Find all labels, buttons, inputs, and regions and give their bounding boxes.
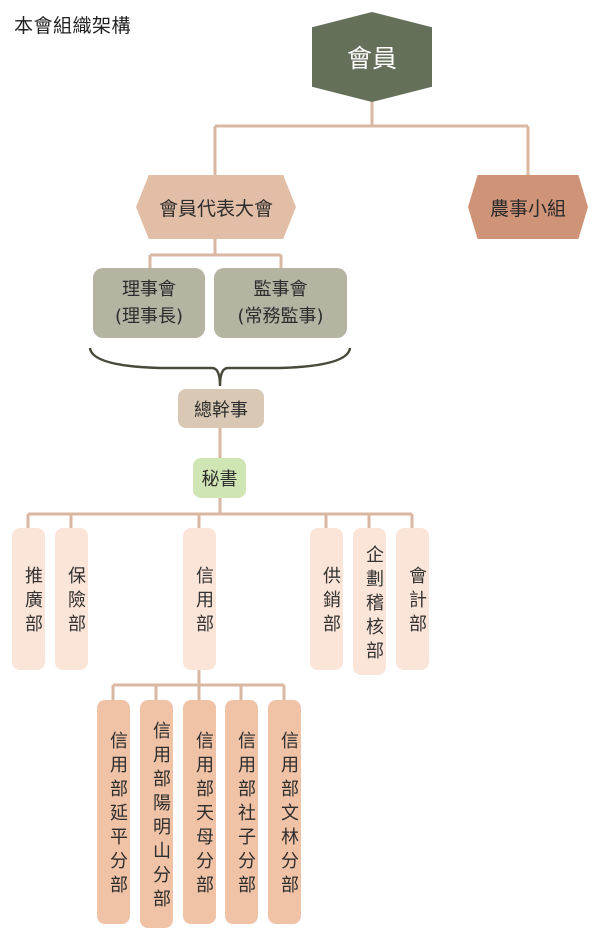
- department-node: 供銷部: [310, 528, 343, 670]
- members-label: 會員: [346, 44, 397, 73]
- department-label: 供銷部: [320, 566, 341, 638]
- secretary-node: 秘書: [193, 458, 246, 498]
- branch-label: 信用部天母分部: [193, 731, 214, 899]
- department-label: 企劃稽核部: [363, 544, 384, 665]
- board-of-directors-node: 理事會 (理事長): [93, 268, 205, 338]
- branch-node: 信用部延平分部: [97, 700, 130, 924]
- branch-node: 信用部天母分部: [183, 700, 216, 924]
- board-directors-head: (理事長): [114, 306, 184, 327]
- board-of-supervisors-node: 監事會 (常務監事): [214, 268, 347, 338]
- branch-label: 信用部社子分部: [235, 731, 256, 899]
- branch-label: 信用部文林分部: [278, 731, 299, 899]
- branch-label: 信用部延平分部: [107, 731, 128, 899]
- brace-shape: [88, 347, 352, 387]
- department-label: 信用部: [193, 566, 214, 638]
- assembly-label: 會員代表大會: [158, 197, 273, 220]
- department-node: 企劃稽核部: [353, 528, 386, 675]
- farm-group-node: 農事小組: [468, 175, 588, 239]
- farm-group-label: 農事小組: [489, 197, 566, 220]
- department-node: 信用部: [183, 528, 216, 670]
- members-node: 會員: [312, 12, 432, 102]
- department-node: 會計部: [396, 528, 429, 670]
- department-label: 會計部: [406, 566, 427, 638]
- department-label: 保險部: [65, 566, 86, 638]
- board-supervisors-name: 監事會: [253, 279, 308, 300]
- branch-node: 信用部陽明山分部: [140, 700, 173, 928]
- branch-node: 信用部文林分部: [268, 700, 301, 924]
- department-node: 推廣部: [12, 528, 45, 670]
- branch-label: 信用部陽明山分部: [150, 721, 171, 913]
- board-directors-name: 理事會: [122, 279, 176, 300]
- chart-title: 本會組織架構: [14, 15, 132, 37]
- general-manager-label: 總幹事: [194, 399, 248, 421]
- department-node: 保險部: [55, 528, 88, 670]
- secretary-label: 秘書: [201, 469, 238, 490]
- department-label: 推廣部: [22, 566, 43, 638]
- general-manager-node: 總幹事: [178, 389, 264, 428]
- assembly-node: 會員代表大會: [136, 175, 296, 239]
- board-supervisors-head: (常務監事): [237, 306, 324, 327]
- branch-node: 信用部社子分部: [225, 700, 258, 924]
